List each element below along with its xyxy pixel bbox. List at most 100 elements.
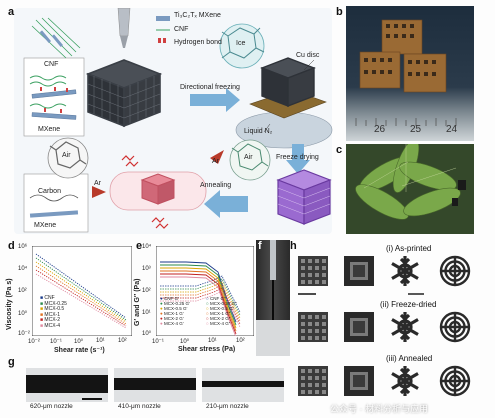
d-curve-4 — [35, 269, 127, 327]
d-legend-3: ■ MCX-1 — [40, 311, 60, 318]
air-cell-left-label: Air — [62, 152, 71, 159]
inset-top-mxene-label: MXene — [38, 126, 61, 133]
h-row3-rings — [439, 365, 471, 397]
sample-on-leaf-2 — [452, 198, 458, 206]
e-xtick-0: 10⁻¹ — [152, 339, 164, 345]
e-legend-l2: ● MCX-0.5 G′ — [160, 306, 188, 311]
e-gdprime-2 — [160, 281, 241, 319]
d-ylabel: Viscosity (Pa s) — [6, 278, 13, 330]
inset-top-hbonds — [40, 87, 68, 113]
d-ytick-1: 10⁴ — [18, 266, 28, 272]
printed-lattice-a — [85, 59, 163, 128]
chart-e — [156, 246, 254, 336]
ar-out-label: Ar — [212, 158, 219, 165]
e-ytick-0: 10⁴ — [142, 244, 152, 250]
watermark: 公众号 · 材料分析与应用 — [330, 404, 428, 414]
g-filament-3 — [202, 368, 284, 402]
ruler-label-26: 26 — [374, 124, 386, 135]
annealing-sample — [140, 173, 176, 205]
freeze-drying-label: Freeze drying — [276, 154, 319, 161]
e-ytick-1: 10³ — [142, 266, 151, 272]
e-gdprime-1 — [160, 278, 241, 316]
inset-top-mxene-sheets — [31, 89, 77, 120]
d-legend-5: ■ MCX-4 — [40, 322, 60, 329]
e-gprime-4 — [160, 273, 237, 335]
h-row3-cube — [298, 366, 328, 396]
frozen-lattice — [260, 57, 316, 108]
h-row2-flake — [390, 310, 420, 344]
inset-bottom-mxene-label: MXene — [34, 222, 57, 229]
d-ytick-0: 10⁶ — [18, 244, 28, 250]
d-legend-0: ■ CNF — [40, 295, 55, 301]
d-curve-3 — [35, 265, 127, 325]
e-gprime-2 — [160, 267, 237, 329]
d-legend: ■ CNF ■ MCX-0.25 ■ MCX-0.5 ■ MCX-1 ■ MCX… — [40, 295, 67, 329]
h-annealed-label: (iii) Annealed — [386, 354, 433, 363]
panel-label-f: f — [258, 240, 262, 252]
e-legend-r3: ○ MCX-1 G″ — [206, 311, 231, 316]
panel-label-c: c — [336, 144, 343, 156]
e-legend-l3: ● MCX-1 G′ — [160, 311, 184, 316]
e-gprime-1 — [160, 264, 237, 326]
g-label-3: 210-μm nozzle — [206, 403, 249, 410]
e-ytick-2: 10² — [142, 288, 151, 294]
d-xtick-1: 10⁻¹ — [50, 339, 62, 345]
e-legend-l1: ● MCX-0.25 G′ — [160, 301, 190, 306]
e-gdprime-5 — [160, 290, 241, 328]
directional-freezing-label: Directional freezing — [180, 84, 240, 91]
annealing-arrow — [204, 190, 248, 218]
chart-d — [32, 246, 132, 336]
e-gdprime-3 — [160, 284, 241, 322]
air-cell-left-network — [49, 141, 87, 169]
e-ytick-4: 10⁰ — [142, 331, 152, 337]
e-legend-r0: ○ CNF G″ — [206, 296, 226, 301]
d-legend-1: ■ MCX-0.25 — [40, 300, 67, 307]
photo-c — [346, 144, 474, 234]
panel-label-e: e — [136, 240, 143, 252]
photo-c-leaves — [346, 144, 474, 234]
inset-top-cnf-label: CNF — [44, 61, 59, 68]
h-row1-box — [344, 256, 374, 286]
inset-bottom-carbon-label: Carbon — [38, 188, 61, 195]
h-row2-box — [344, 312, 374, 342]
d-ytick-2: 10² — [18, 288, 27, 294]
ar-out-arrow — [210, 150, 224, 164]
e-gprime-3 — [160, 270, 237, 332]
h-row3-flake — [390, 364, 420, 398]
photo-f-nozzle — [270, 240, 276, 280]
e-xtick-1: 10⁰ — [180, 339, 190, 345]
panel-label-a: a — [8, 6, 15, 18]
d-xtick-3: 10¹ — [96, 338, 105, 344]
e-xtick-3: 10² — [236, 338, 245, 344]
sample-on-leaf-1 — [458, 180, 466, 190]
h-as-printed-label: (i) As-printed — [386, 244, 432, 253]
e-legend-r1: ○ MCX-0.25 G″ — [206, 301, 237, 306]
g-filament-2 — [114, 368, 196, 402]
g-label-2: 410-μm nozzle — [118, 403, 161, 410]
h-freeze-dried-label: (ii) Freeze-dried — [380, 300, 437, 309]
ice-cell — [219, 23, 265, 69]
ink-bundle-sheets — [39, 30, 64, 48]
h-row1-flake — [390, 254, 420, 288]
panel-label-h: h — [290, 240, 297, 252]
photo-b — [346, 6, 474, 141]
e-legend-r5: ○ MCX-4 G″ — [206, 321, 231, 326]
e-legend-r4: ○ MCX-2 G″ — [206, 316, 231, 321]
cu-disc-label: Cu disc — [296, 52, 320, 59]
d-ytick-3: 10⁰ — [18, 311, 28, 317]
d-xlabel: Shear rate (s⁻¹) — [54, 347, 105, 354]
nozzle-tip — [120, 36, 128, 48]
g-label-1: 620-μm nozzle — [30, 403, 73, 410]
legend-cnf-label: CNF — [174, 26, 189, 33]
photo-f-substrate — [256, 320, 290, 356]
e-legend-l5: ● MCX-4 G′ — [160, 321, 184, 326]
e-gdprime-4 — [160, 287, 241, 325]
d-xtick-2: 10⁰ — [74, 339, 84, 345]
d-legend-2: ■ MCX-0.5 — [40, 306, 65, 312]
freeze-dried-lattice-lines — [277, 187, 331, 215]
d-ytick-4: 10⁻² — [18, 331, 30, 337]
heat-glyphs — [121, 155, 169, 229]
d-legend-4: ■ MCX-2 — [40, 317, 60, 323]
freeze-dried-lattice — [276, 169, 332, 225]
